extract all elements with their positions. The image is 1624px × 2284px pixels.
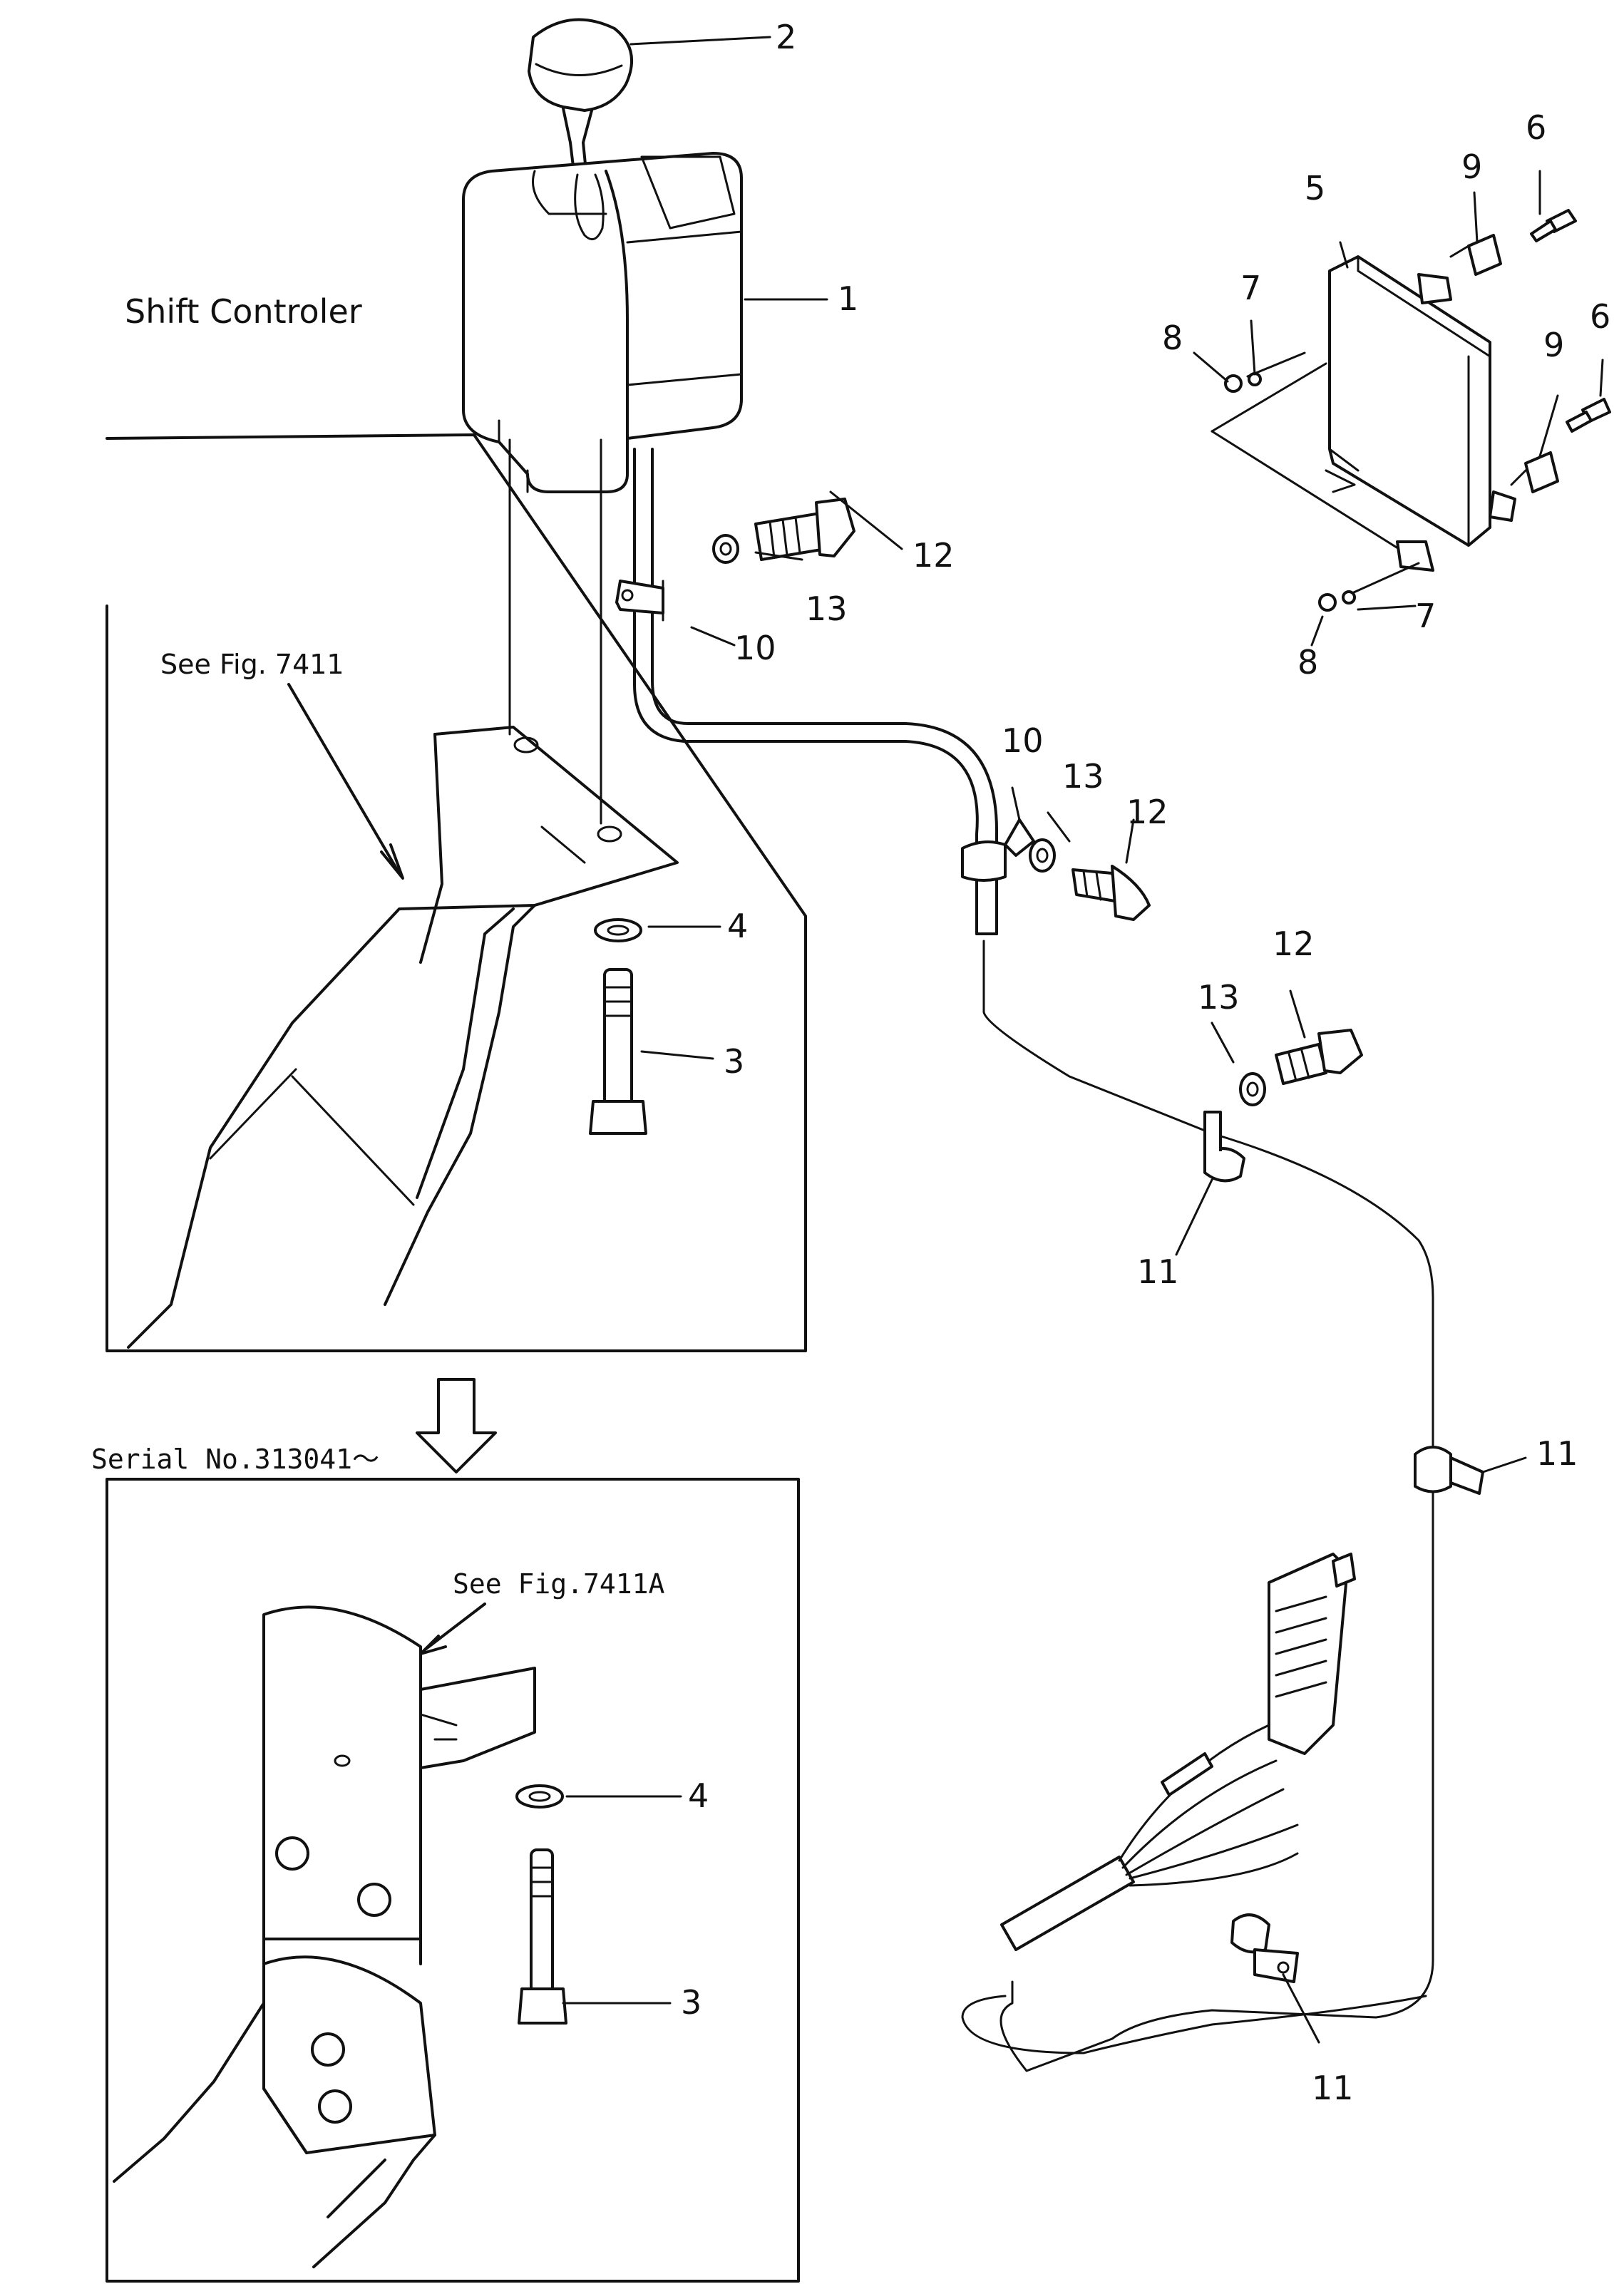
callout-3b: 3 — [681, 1983, 701, 2022]
washer-4-top — [594, 918, 642, 942]
callout-12a: 12 — [913, 536, 955, 575]
bolt-12-right — [1275, 1029, 1363, 1085]
callout-7b: 7 — [1415, 597, 1436, 635]
callout-7a: 7 — [1240, 269, 1261, 307]
callout-11a: 11 — [1137, 1252, 1179, 1291]
callout-2: 2 — [776, 18, 796, 56]
see-fig-7411a-arrowhead — [419, 1635, 447, 1655]
control-cable — [633, 448, 1434, 2072]
see-fig-7411-arrowhead — [380, 843, 404, 880]
controller-unit — [1211, 255, 1516, 597]
callout-6a: 6 — [1526, 108, 1546, 147]
nut-8-lower — [1318, 593, 1337, 612]
washer-9-lower — [1510, 451, 1559, 493]
connector-harness — [1000, 1553, 1356, 1951]
callout-4a: 4 — [727, 907, 748, 945]
callout-8a: 8 — [1162, 319, 1183, 357]
washer-13-middle — [1029, 838, 1056, 873]
bolt-12-middle — [1071, 865, 1151, 921]
callout-8b: 8 — [1297, 643, 1318, 681]
clamp-11-vertical — [1414, 1446, 1484, 1495]
washer-4-bottom — [515, 1784, 564, 1809]
callout-13c: 13 — [1198, 978, 1240, 1017]
screw-6-upper — [1530, 209, 1577, 242]
callout-11b: 11 — [1536, 1434, 1578, 1473]
frame-box-top — [106, 433, 807, 1352]
clamp-11-lower — [1230, 1913, 1299, 1983]
callout-5: 5 — [1305, 169, 1325, 207]
callout-6b: 6 — [1590, 297, 1610, 336]
leader-lines — [562, 36, 1604, 2044]
bolt-12-upper — [754, 498, 855, 561]
callout-9a: 9 — [1461, 148, 1482, 186]
bolt-3-top — [589, 968, 647, 1135]
bolt-3-bottom — [518, 1848, 567, 2025]
washer-7-lower — [1342, 590, 1356, 605]
callout-3a: 3 — [724, 1042, 744, 1081]
callout-4b: 4 — [688, 1776, 709, 1815]
callout-9b: 9 — [1543, 326, 1564, 364]
frame-box-bottom — [106, 1478, 800, 2283]
callout-12c: 12 — [1273, 925, 1315, 963]
callout-numbers: 2 1 12 13 10 10 13 12 12 13 11 11 11 4 3… — [681, 18, 1610, 2107]
clamp-10-upper — [615, 580, 664, 622]
callout-13a: 13 — [806, 590, 848, 628]
diagram-title: Shift Controler — [125, 292, 362, 331]
callout-13b: 13 — [1062, 757, 1104, 796]
see-fig-7411-arrow — [287, 683, 401, 875]
washer-9-upper — [1449, 234, 1502, 276]
see-fig-7411a-arrow — [423, 1603, 486, 1652]
screw-6-lower — [1566, 398, 1611, 433]
callout-12b: 12 — [1126, 793, 1168, 831]
see-fig-7411a-label: See Fig.7411A — [453, 1568, 665, 1600]
down-arrow — [416, 1378, 497, 1473]
callout-10b: 10 — [1002, 721, 1044, 760]
shift-controller-body — [462, 152, 743, 493]
clamp-11-upper — [1203, 1111, 1245, 1183]
serial-number-note: Serial No.313041～ — [91, 1444, 379, 1475]
clamp-10-middle — [961, 818, 1035, 882]
washer-13-upper — [712, 534, 739, 564]
callout-10a: 10 — [734, 629, 776, 667]
see-fig-7411-label: See Fig. 7411 — [160, 649, 344, 680]
washer-13-right — [1239, 1072, 1266, 1106]
callout-1: 1 — [838, 279, 858, 318]
callout-11c: 11 — [1312, 2069, 1354, 2107]
nut-8-upper — [1224, 374, 1243, 393]
